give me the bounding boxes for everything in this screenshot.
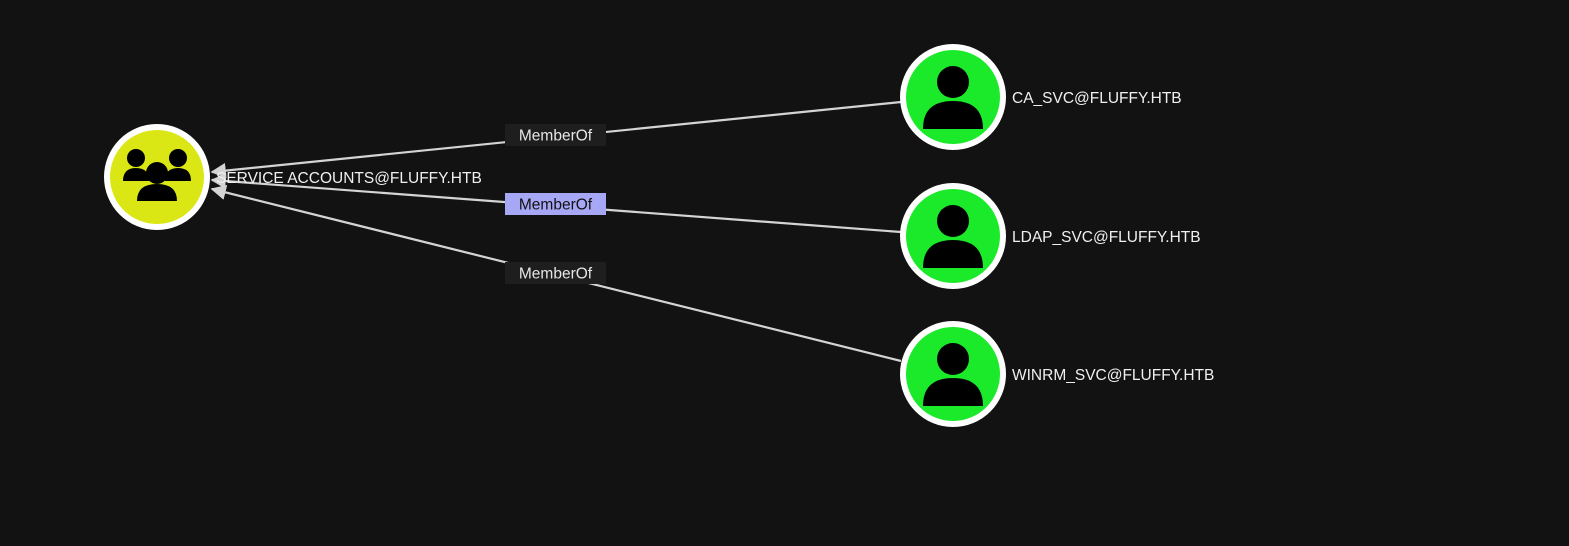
node-label-ldap-svc: LDAP_SVC@FLUFFY.HTB [1012, 229, 1201, 246]
edge-label-text: MemberOf [519, 128, 593, 145]
edge-label-background-selected [505, 193, 606, 215]
users-group-icon [123, 149, 191, 201]
edge-label-text: MemberOf [519, 266, 593, 283]
node-label-ca-svc: CA_SVC@FLUFFY.HTB [1012, 90, 1182, 107]
node-ldap-svc[interactable] [900, 183, 1006, 289]
user-icon [923, 343, 983, 406]
node-winrm-svc[interactable] [900, 321, 1006, 427]
user-icon [923, 66, 983, 129]
edge-label-background [505, 262, 606, 284]
edge-label-ca-svc[interactable]: MemberOf [505, 124, 606, 146]
edge-label-winrm-svc[interactable]: MemberOf [505, 262, 606, 284]
node-service-accounts[interactable] [104, 124, 210, 230]
node-label-service-accounts: SERVICE ACCOUNTS@FLUFFY.HTB [216, 170, 482, 187]
edge-label-ldap-svc[interactable]: MemberOf [505, 193, 606, 215]
user-icon [923, 205, 983, 268]
node-label-winrm-svc: WINRM_SVC@FLUFFY.HTB [1012, 367, 1214, 384]
edge-label-text: MemberOf [519, 197, 593, 214]
edge-label-background [505, 124, 606, 146]
node-ca-svc[interactable] [900, 44, 1006, 150]
